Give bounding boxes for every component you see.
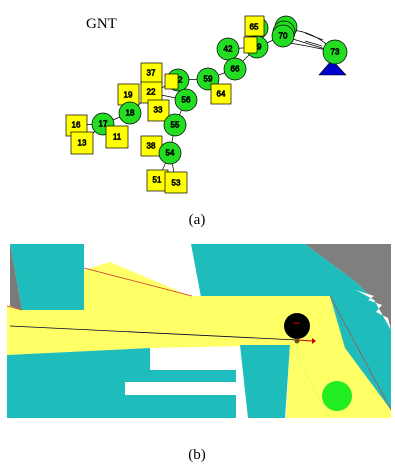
free-space-wedge: [286, 345, 330, 418]
robot: [284, 313, 310, 339]
obstacle-lower: [125, 395, 236, 418]
graph-node-square: [210, 83, 232, 105]
heading-arrow: [296, 339, 313, 342]
graph-edges: [77, 26, 336, 183]
graph-node-label: 18: [126, 109, 135, 118]
graph-node-label: 73: [331, 48, 340, 57]
graph-node-square: [70, 131, 94, 155]
panel-a: GNT: [65, 15, 348, 228]
scene: [7, 244, 391, 418]
graph-node-square: [243, 36, 258, 54]
panel-a-title: GNT: [86, 16, 117, 32]
panel-b: (b): [7, 244, 391, 463]
heading-arrow-head: [312, 338, 316, 344]
graph-node-label: 17: [99, 120, 108, 129]
obstacle-mid: [240, 345, 290, 418]
graph-node-circle: [271, 24, 295, 48]
goal-triangle: [318, 59, 347, 76]
graph-node-label: 70: [279, 32, 288, 41]
boundary-line: [329, 295, 391, 411]
boundary-line: [83, 267, 193, 297]
obstacle-ledge: [125, 370, 236, 382]
graph-node-circle: [174, 88, 198, 112]
graph-node-label: 53: [172, 179, 181, 188]
graph-node-label: 59: [204, 75, 213, 84]
goal-circle: [322, 381, 352, 411]
graph-node-circle: [223, 57, 247, 81]
free-space: [7, 262, 391, 418]
graph-node-label: 37: [147, 69, 156, 78]
boundary-line: [7, 305, 23, 311]
graph-node-label: 51: [153, 176, 162, 185]
graph-node-label: 66: [231, 65, 240, 74]
panel-a-caption: (a): [189, 212, 206, 228]
panel-b-caption: (b): [188, 447, 206, 463]
graph-edge: [304, 32, 324, 41]
graph-node-circle: [216, 37, 240, 61]
graph-node-label: 33: [154, 106, 163, 115]
graph-node-label: 54: [166, 149, 175, 158]
graph-node-label: 22: [147, 88, 156, 97]
graph-node-label: 13: [78, 139, 87, 148]
free-space-tip: [325, 410, 391, 418]
graph-node-square: [105, 125, 129, 149]
graph-node-square: [164, 73, 179, 90]
graph-node-circle: [322, 39, 348, 65]
trajectory-line: [9, 325, 298, 341]
graph-node-circle: [158, 141, 182, 165]
graph-node-label: 16: [72, 121, 81, 130]
graph-edge: [304, 40, 323, 47]
graph-node-label: 55: [171, 121, 180, 130]
graph-node-label: 65: [250, 23, 259, 32]
graph-node-circle: [118, 101, 142, 125]
obstacle-block: [10, 244, 84, 310]
graph-node-label: 64: [217, 90, 226, 99]
graph-node-circle: [163, 113, 187, 137]
obstacle-gray: [305, 244, 391, 330]
graph-node-label: 38: [147, 142, 156, 151]
graph-node-label: 11: [113, 133, 122, 142]
graph-node-square: [147, 99, 170, 122]
graph-nodes: 70 65 69 42 73 66 59 64 37 62 19: [65, 15, 348, 194]
graph-node-label: 56: [182, 96, 191, 105]
graph-node-label: 42: [224, 45, 233, 54]
robot-marker: [294, 338, 300, 344]
graph-node-square: [164, 171, 188, 194]
graph-node-label: 19: [124, 91, 133, 100]
obstacle-shadow: [10, 244, 22, 310]
